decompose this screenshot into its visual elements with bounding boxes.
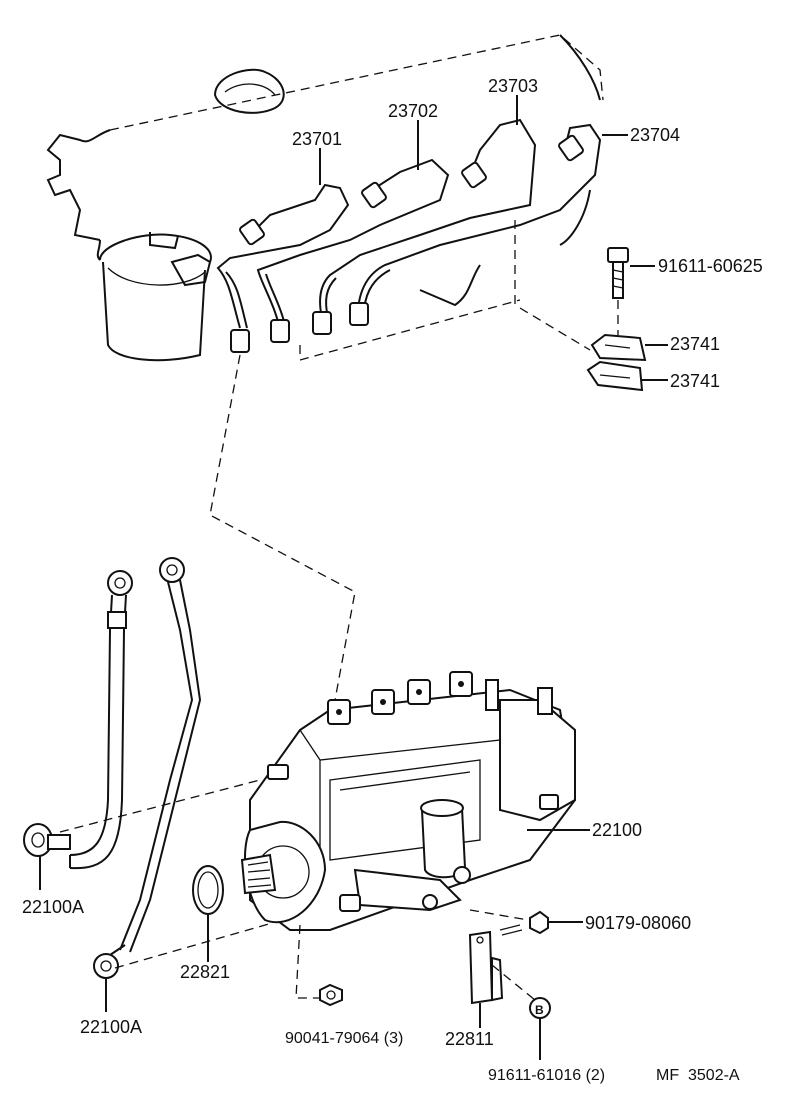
fuel-hoses	[23, 557, 301, 1012]
injection-pump	[240, 671, 590, 931]
label-22100A-bottom: 22100A	[80, 1017, 142, 1037]
label-91611-61016: 91611-61016 (2)	[488, 1067, 605, 1084]
diagram-code: MF 3502-A	[656, 1067, 740, 1084]
label-23741-upper: 23741	[670, 334, 720, 354]
label-22821: 22821	[180, 962, 230, 982]
reference-marker-b: B	[535, 1003, 544, 1017]
label-90041-79064: 90041-79064 (3)	[285, 1030, 403, 1047]
o-ring	[192, 865, 224, 962]
label-22811: 22811	[445, 1029, 494, 1049]
bolt-and-clamps	[519, 247, 668, 392]
label-91611-60625: 91611-60625	[658, 256, 763, 276]
connection-line-pipes-to-pump	[209, 354, 356, 701]
leader-lines	[319, 95, 628, 185]
nut-90041	[295, 924, 343, 1007]
label-23702: 23702	[388, 101, 438, 121]
label-90179-08060: 90179-08060	[585, 913, 691, 933]
label-23701: 23701	[292, 129, 342, 149]
label-22100A-left: 22100A	[22, 897, 84, 917]
label-23741-lower: 23741	[670, 371, 720, 391]
label-23703: 23703	[488, 76, 538, 96]
injection-pipes	[216, 118, 602, 353]
engine-block-outline	[46, 34, 604, 362]
label-22100: 22100	[592, 820, 642, 840]
label-23704: 23704	[630, 125, 680, 145]
bracket-22811	[468, 909, 583, 1060]
